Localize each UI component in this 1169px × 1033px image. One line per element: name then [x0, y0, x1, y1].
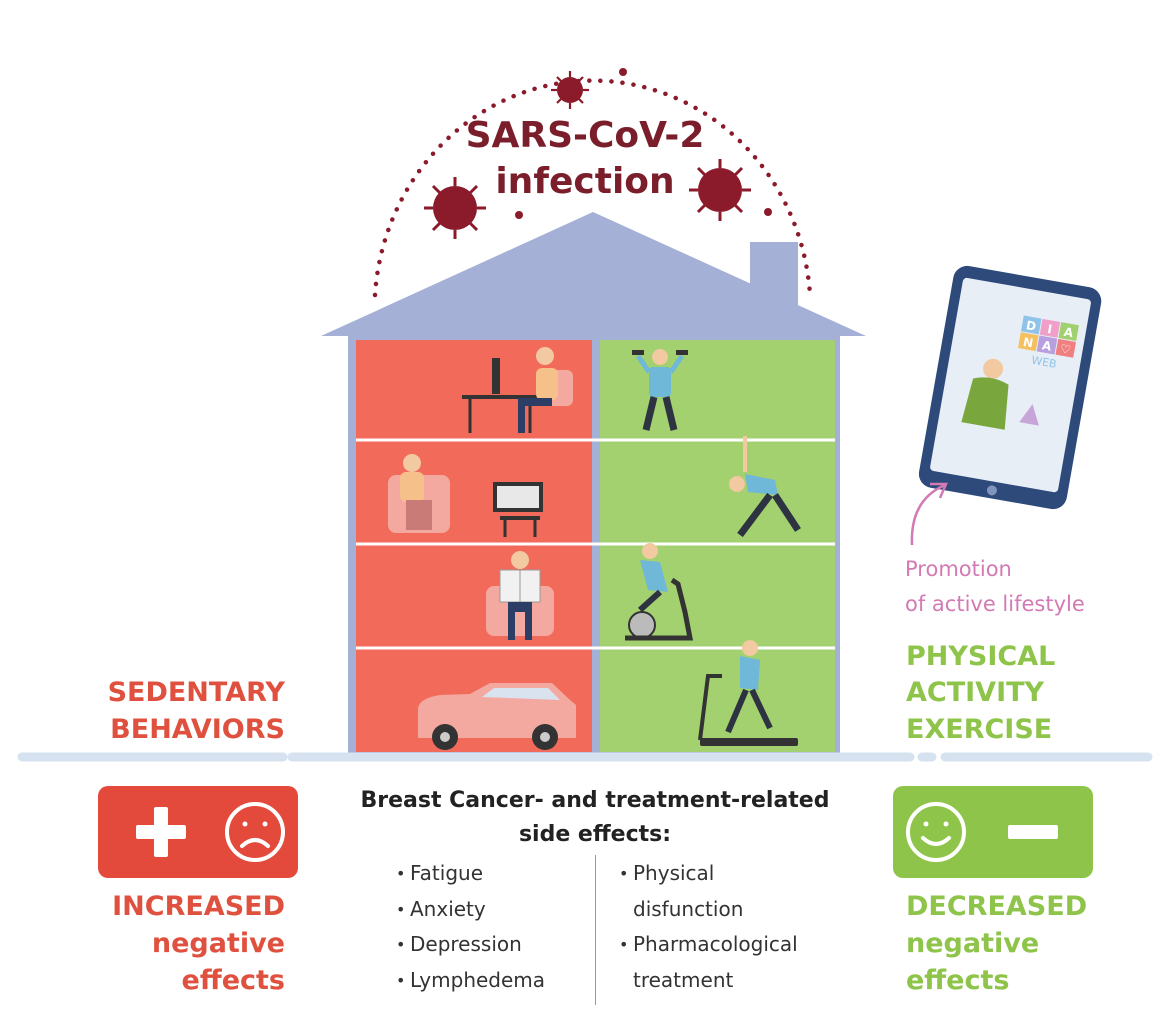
physical-label-line-3: EXERCISE	[906, 714, 1053, 745]
plus-icon	[136, 807, 186, 857]
desk-worker-illustration	[462, 347, 573, 433]
promotion-line-1: Promotion	[905, 557, 1012, 581]
diana-letter: A	[1063, 325, 1075, 341]
title-line-1: SARS-CoV-2	[465, 115, 705, 156]
diana-letter: ♡	[1059, 341, 1072, 357]
list-item: disfunction	[633, 896, 744, 921]
decreased-line-2: negative	[906, 928, 1040, 959]
happy-face-icon	[906, 802, 966, 862]
increased-line-2: negative	[151, 928, 285, 959]
list-item: Physical	[619, 856, 798, 892]
diana-logo: D I A N A ♡ WEB	[1018, 315, 1079, 371]
effects-list-left: Fatigue Anxiety Depression Lymphedema	[396, 856, 545, 998]
treadmill-runner-illustration	[698, 640, 798, 746]
sedentary-panel	[356, 340, 592, 752]
virus-icon	[689, 159, 751, 221]
increase-box	[98, 786, 298, 878]
diana-letter: A	[1041, 338, 1053, 354]
decreased-line-3: effects	[906, 965, 1010, 996]
dotted-arc	[372, 78, 813, 298]
list-item: Fatigue	[396, 856, 545, 892]
decreased-line-1: DECREASED	[906, 891, 1088, 922]
title-line-2: infection	[495, 161, 675, 202]
car-illustration	[418, 683, 576, 750]
diana-web-label: WEB	[1030, 354, 1057, 371]
physical-label-line-2: ACTIVITY	[906, 677, 1045, 708]
virus-icon	[551, 71, 589, 109]
effects-title-line-2: side effects:	[518, 822, 672, 847]
diana-letter: I	[1046, 322, 1053, 337]
list-item: Lymphedema	[396, 963, 545, 999]
minus-icon	[1008, 825, 1058, 839]
increased-line-1: INCREASED	[112, 891, 285, 922]
list-item: Pharmacological	[619, 927, 798, 963]
yoga-illustration	[729, 436, 801, 538]
active-panel	[600, 340, 835, 752]
virus-icon	[424, 177, 486, 239]
sedentary-label-line-1: SEDENTARY	[107, 677, 285, 708]
virus-dots	[515, 68, 772, 219]
diana-letter: D	[1025, 318, 1037, 334]
roof	[321, 212, 866, 336]
promotion-line-2: of active lifestyle	[905, 592, 1085, 616]
list-item: Anxiety	[396, 892, 545, 928]
diana-letter: N	[1022, 335, 1034, 351]
newspaper-reader-illustration	[486, 551, 554, 640]
promotion-arrow	[910, 483, 946, 546]
decrease-box	[893, 786, 1093, 878]
effects-divider	[595, 855, 596, 1005]
physical-label-line-1: PHYSICAL	[906, 641, 1056, 672]
exercise-bike-illustration	[625, 543, 694, 641]
sad-face-icon	[225, 802, 285, 862]
list-item: treatment	[633, 967, 734, 992]
increased-line-3: effects	[181, 965, 285, 996]
effects-list-right: Physical disfunction Pharmacological tre…	[619, 856, 798, 998]
promotion-arrowhead	[930, 482, 948, 499]
dumbbell-exercise-illustration	[632, 349, 688, 431]
effects-title-line-1: Breast Cancer- and treatment-related	[360, 788, 830, 813]
sedentary-label-line-2: BEHAVIORS	[110, 714, 285, 745]
list-item: Depression	[396, 927, 545, 963]
tv-watcher-illustration	[388, 454, 543, 537]
tablet-device	[918, 265, 1102, 510]
